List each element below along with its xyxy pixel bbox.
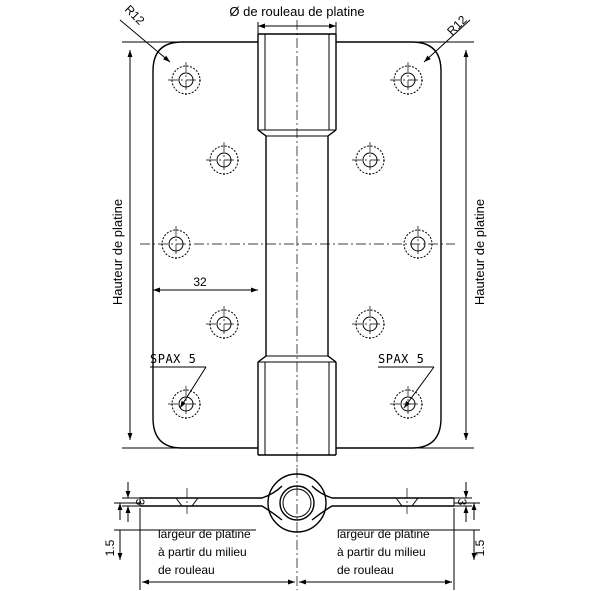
height-right-label: Hauteur de platine (472, 199, 487, 305)
width-right-line-3: de rouleau (337, 563, 394, 577)
left-screw-holes (161, 62, 242, 422)
plate-width-left-dimension: largeur de platine à partir du milieu de… (139, 508, 295, 590)
screw-hole (403, 226, 433, 262)
roller-diameter-label: Ø de rouleau de platine (229, 4, 364, 19)
height-right-dimension: Hauteur de platine (412, 41, 487, 449)
width-right-line-2: à partir du milieu (337, 545, 426, 559)
screw-callout-left: SPAX 5 (150, 352, 207, 409)
left-plate-section (140, 485, 283, 521)
thickness-3-left: 3 (122, 482, 147, 522)
radius-left-callout: R12 (119, 2, 171, 63)
roller-diameter-dimension: Ø de rouleau de platine (229, 4, 365, 34)
screw-hole (168, 62, 204, 98)
right-plate-section (311, 485, 454, 521)
dim-15-left-label: 1.5 (103, 539, 117, 556)
plate-width-right-dimension: largeur de platine à partir du milieu de… (299, 508, 455, 590)
dimension-32: 32 (153, 275, 258, 293)
front-view: Ø de rouleau de platine R12 R12 Hauteur … (110, 2, 487, 470)
radius-right-label: R12 (444, 12, 470, 38)
screw-hole (352, 306, 388, 342)
left-leaf-outline (152, 41, 258, 449)
dimension-32-label: 32 (193, 275, 207, 289)
offset-15-left: 1.5 (103, 502, 256, 560)
height-left-label: Hauteur de platine (110, 199, 125, 305)
right-leaf-outline (336, 41, 442, 449)
radius-right-callout: R12 (423, 12, 471, 63)
width-right-line-1: largeur de platine (337, 527, 430, 541)
screw-hole (161, 226, 191, 262)
screw-hole (390, 62, 426, 98)
height-left-dimension: Hauteur de platine (110, 41, 182, 449)
screw-hole (168, 386, 204, 422)
dim-3-left-label: 3 (133, 499, 147, 506)
screw-hole (352, 142, 388, 178)
width-left-line-2: à partir du milieu (158, 545, 247, 559)
screw-left-label: SPAX 5 (150, 352, 196, 366)
dim-3-right-label: 3 (455, 499, 469, 506)
screw-hole (206, 142, 242, 178)
dim-15-right-label: 1.5 (473, 539, 487, 556)
screw-hole (390, 386, 426, 422)
width-left-line-1: largeur de platine (158, 527, 251, 541)
screw-hole (206, 306, 242, 342)
screw-right-label: SPAX 5 (378, 352, 424, 366)
right-screw-holes (352, 62, 433, 422)
section-view: 3 3 1.5 1.5 largeur de pla (103, 468, 487, 590)
screw-callout-right: SPAX 5 (378, 352, 435, 409)
thickness-3-right: 3 (454, 482, 472, 522)
width-left-line-3: de rouleau (158, 563, 215, 577)
offset-15-right: 1.5 (338, 502, 487, 560)
radius-left-label: R12 (122, 2, 148, 28)
